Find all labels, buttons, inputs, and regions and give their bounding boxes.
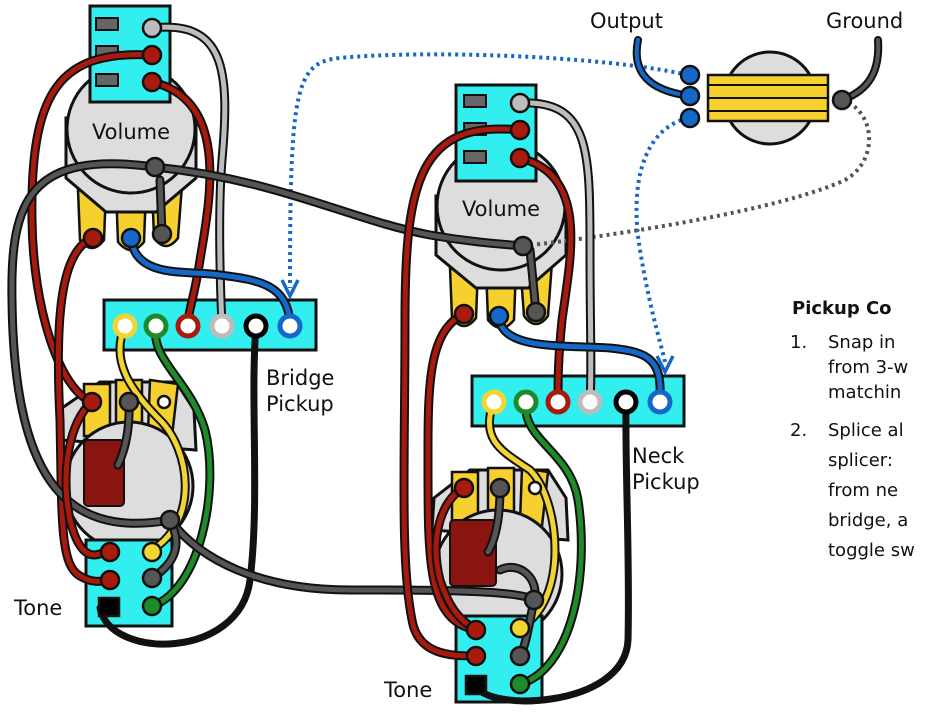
bridge-pickup-label-line2: Pickup xyxy=(266,392,334,416)
neck-pickup-label-line2: Pickup xyxy=(632,470,700,494)
ground-label: Ground xyxy=(826,9,903,33)
step-2-line-2: splicer: xyxy=(828,450,893,471)
step-1-line-3: matchin xyxy=(828,382,901,403)
bridge-volume-label: Volume xyxy=(92,120,170,144)
step-2-line-3: from ne xyxy=(828,480,898,501)
step-1-number: 1. xyxy=(790,332,807,353)
output-label: Output xyxy=(590,9,663,33)
wires xyxy=(7,22,883,705)
bridge-arrowhead xyxy=(280,279,300,300)
step-2-line-1: Splice al xyxy=(828,420,904,441)
step-1-line-2: from 3-w xyxy=(828,357,908,378)
step-2-number: 2. xyxy=(790,420,807,441)
bridge-tone-label: Tone xyxy=(13,596,62,620)
neck-arrowhead xyxy=(655,355,675,376)
output-jack xyxy=(706,50,830,146)
step-2-line-4: bridge, a xyxy=(828,510,908,531)
terminals xyxy=(81,17,853,696)
instructions: Pickup Co 1. Snap in from 3-w matchin 2.… xyxy=(790,298,915,561)
neck-tone-label: Tone xyxy=(383,678,432,702)
step-2-line-5: toggle sw xyxy=(828,540,915,561)
step-1-line-1: Snap in xyxy=(828,332,895,353)
instructions-title: Pickup Co xyxy=(792,298,892,319)
neck-pickup-label-line1: Neck xyxy=(632,444,685,468)
dotted-connections xyxy=(288,52,871,363)
neck-volume-label: Volume xyxy=(462,197,540,221)
bridge-pickup-label-line1: Bridge xyxy=(266,366,334,390)
